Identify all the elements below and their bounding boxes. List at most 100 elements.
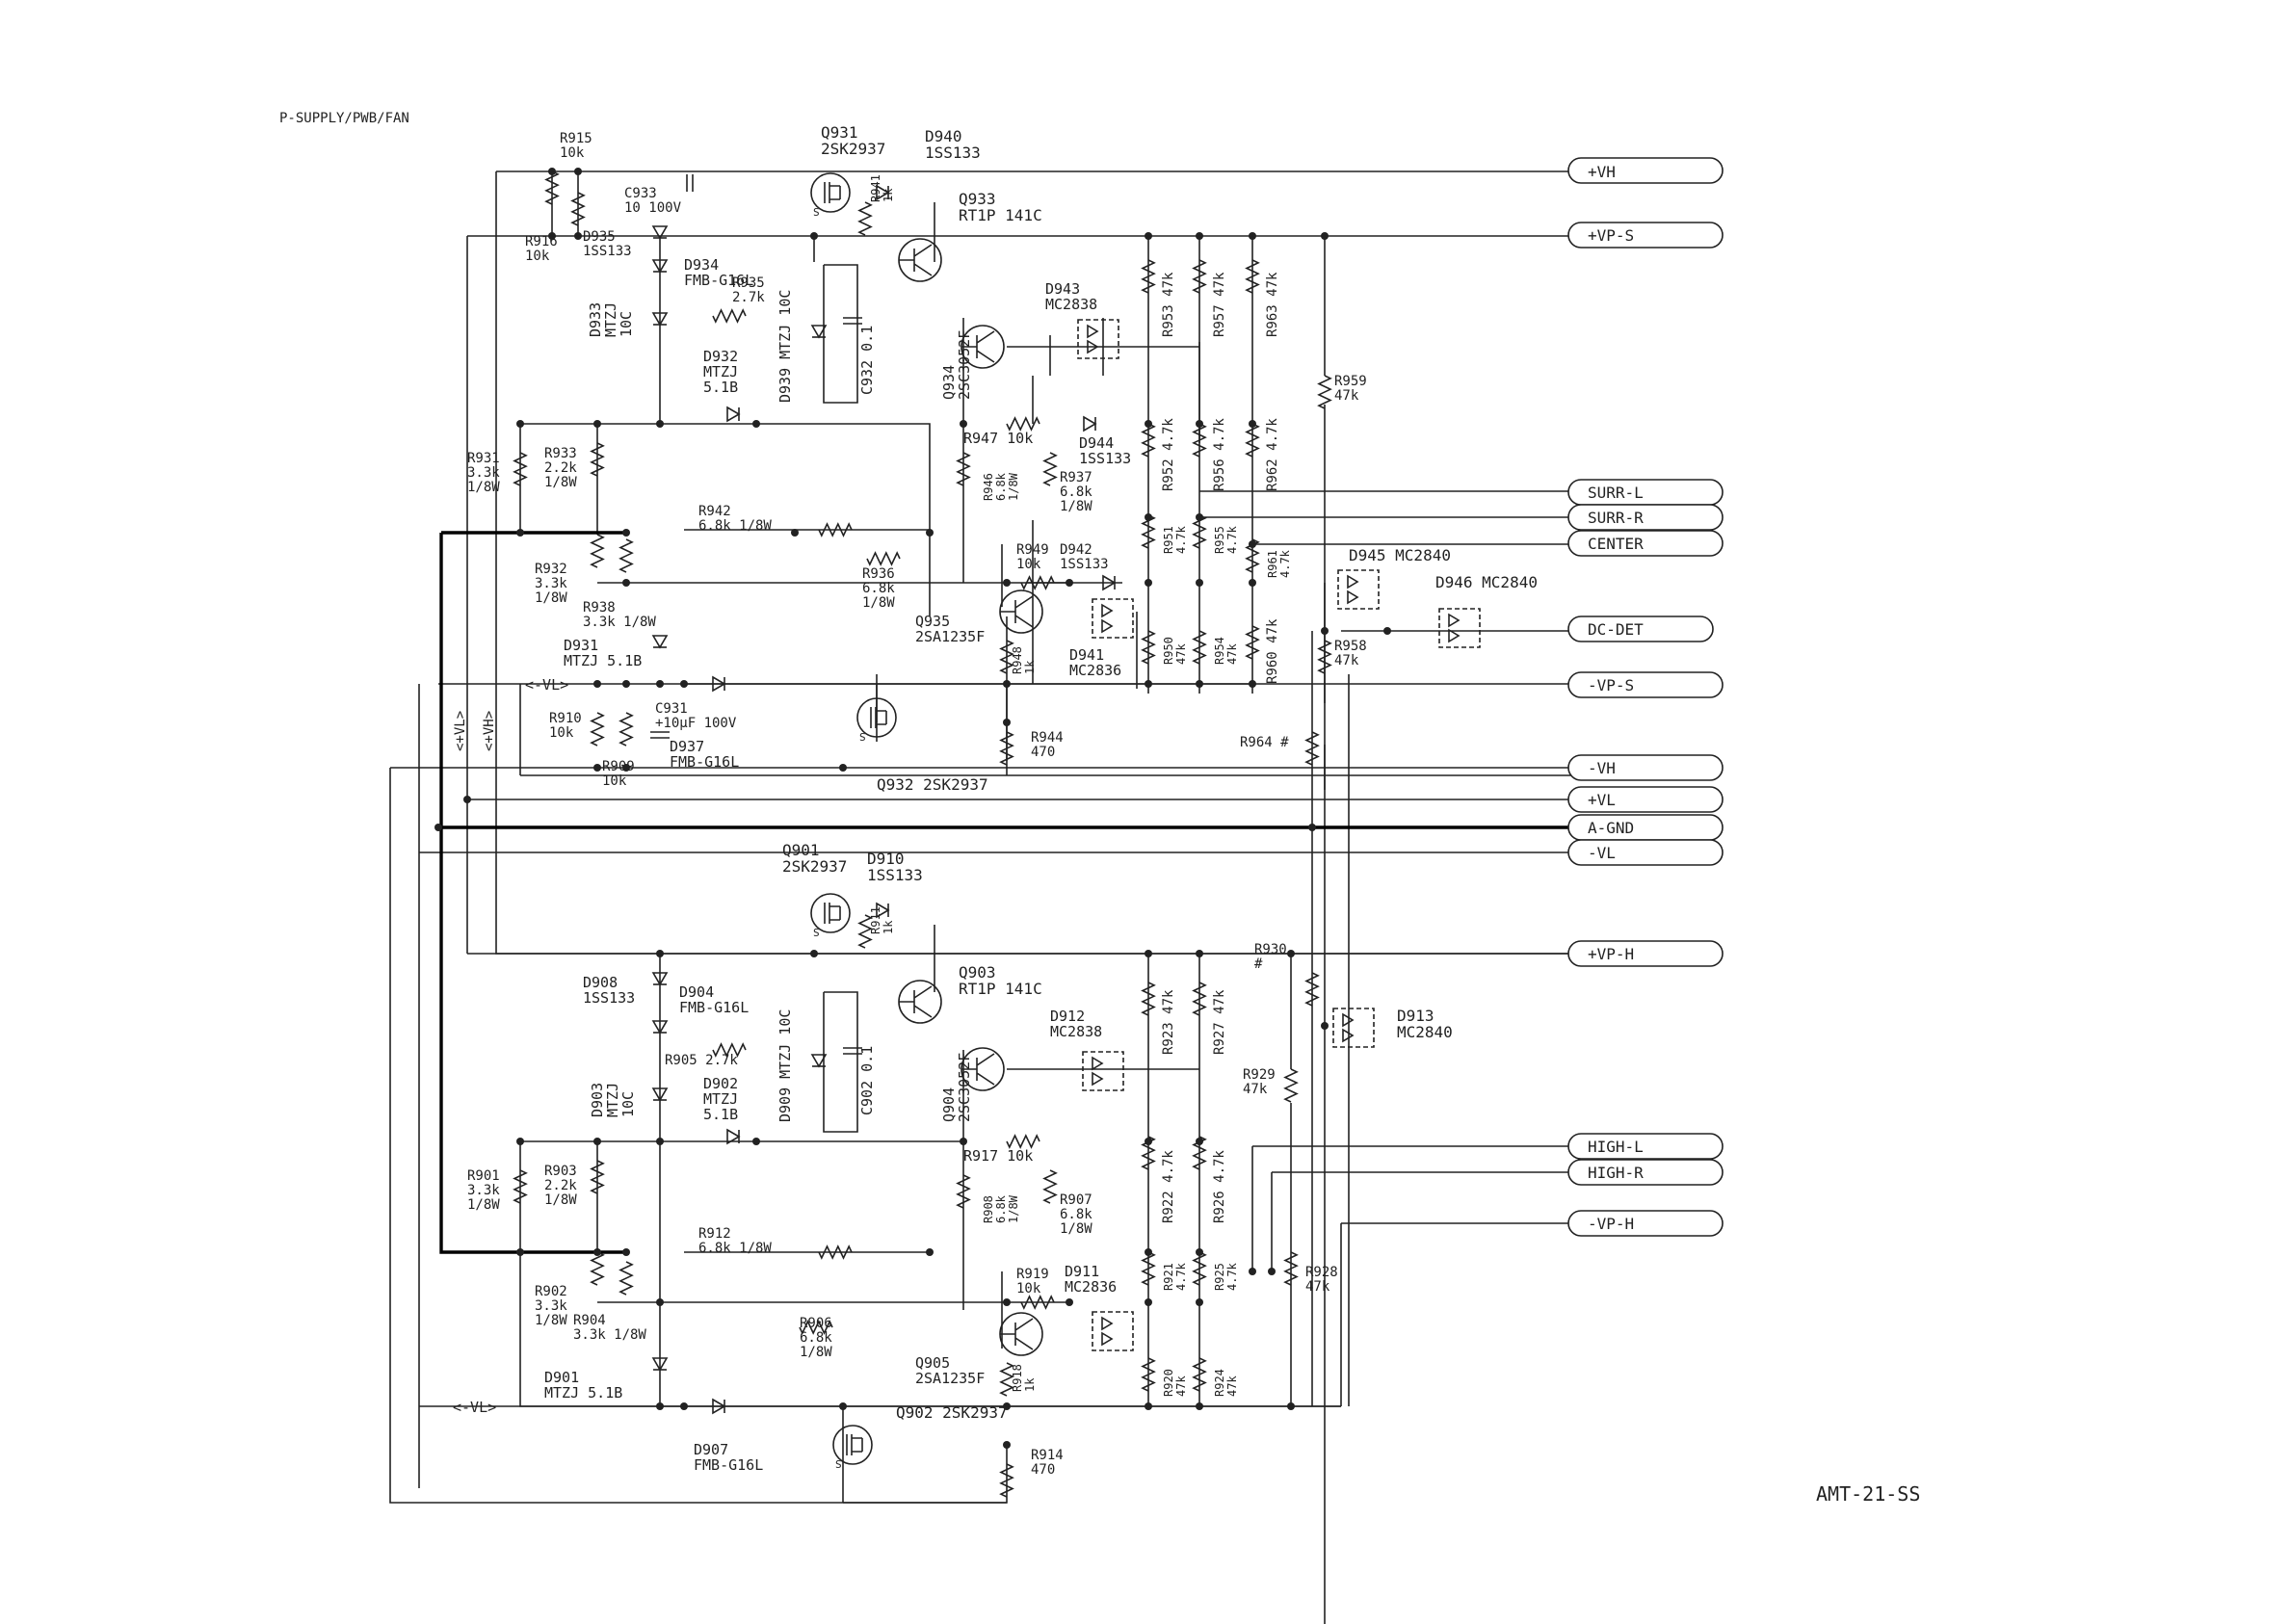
component-r921: R9214.7k [1141, 1251, 1188, 1291]
junction-dot [960, 1138, 967, 1145]
junction-dot [593, 420, 601, 428]
junction-dot [1145, 513, 1152, 521]
label-r924: R92447k [1213, 1369, 1239, 1397]
model-code: AMT-21-SS [1816, 1482, 1920, 1506]
junction-dot [1066, 579, 1073, 587]
junction-dot [1196, 1298, 1203, 1306]
rail-label-highr: HIGH-R [1588, 1164, 1644, 1182]
label-q932: Q932 2SK2937 [877, 775, 988, 794]
component-c931: C931+10µF 100V [650, 701, 737, 739]
junction-dot [1383, 627, 1391, 635]
terminal-center: CENTER [1567, 530, 1724, 557]
component-d945: D945 MC2840 [1337, 546, 1451, 610]
junction-dot [516, 1248, 524, 1256]
junction-dot [680, 1402, 688, 1410]
rail-label-surrr: SURR-R [1588, 509, 1644, 527]
label-r930: R930# [1254, 942, 1287, 972]
junction-dot [1249, 1268, 1256, 1275]
junction-dot [1145, 232, 1152, 240]
rail-label-vps: +VP-S [1588, 226, 1634, 245]
junction-dot [1268, 1268, 1276, 1275]
component-r955: R9554.7k [1192, 514, 1239, 554]
label-r963: R963 47k [1265, 272, 1280, 337]
component-r941: R9411k [857, 174, 895, 236]
local-net-labels: <-VL> <-VL> <+VL> <+VH> [453, 676, 568, 1416]
label-d946: D946 MC2840 [1435, 573, 1538, 591]
label-d909: D909 MTZJ 10C [776, 1009, 794, 1122]
junction-dot [752, 1138, 760, 1145]
label-q904: Q9042SC3052F [940, 1053, 973, 1122]
label-r921: R9214.7k [1162, 1262, 1188, 1291]
junction-dot [622, 1248, 630, 1256]
svg-text:S: S [813, 927, 820, 939]
component-r947: R947 10k [963, 416, 1040, 447]
label-c932: C932 0.1 [858, 326, 876, 395]
component-r953: R953 47k [1141, 259, 1176, 337]
junction-dot [752, 420, 760, 428]
component-r927: R927 47k [1192, 982, 1227, 1055]
net-label-neg-vl-lower: <-VL> [453, 1399, 496, 1416]
junction-dot [839, 1402, 847, 1410]
junction-dot [1196, 1248, 1203, 1256]
label-d945: D945 MC2840 [1349, 546, 1451, 564]
component-q904: Q9042SC3052F [940, 1047, 1005, 1122]
junction-dot [926, 1248, 934, 1256]
component-d903: D903MTZJ10C [589, 1083, 669, 1117]
junction-dot [656, 420, 664, 428]
junction-dot [516, 420, 524, 428]
junction-dot [656, 1402, 664, 1410]
component-r962: R962 4.7k [1245, 418, 1280, 491]
junction-dot [1196, 232, 1203, 240]
terminal-pvph: +VP-H [1567, 940, 1724, 967]
label-r956: R956 4.7k [1212, 418, 1227, 491]
terminal-nvl: -VL [1567, 839, 1724, 866]
junction-dot [1145, 950, 1152, 957]
component-r930: R930# [1254, 942, 1320, 1007]
section-title: P-SUPPLY/PWB/FAN [279, 111, 409, 126]
junction-dot [839, 764, 847, 772]
junction-dot [593, 1138, 601, 1145]
component-r924: R92447k [1192, 1357, 1239, 1397]
component-r946: R9466.8k1/8W [956, 452, 1020, 501]
junction-dot [1196, 579, 1203, 587]
junction-dot [434, 824, 442, 831]
junction-dot [926, 529, 934, 537]
junction-dot [1145, 1248, 1152, 1256]
junction-dot [1066, 1298, 1073, 1306]
label-q934: Q9342SC3052F [940, 330, 973, 400]
